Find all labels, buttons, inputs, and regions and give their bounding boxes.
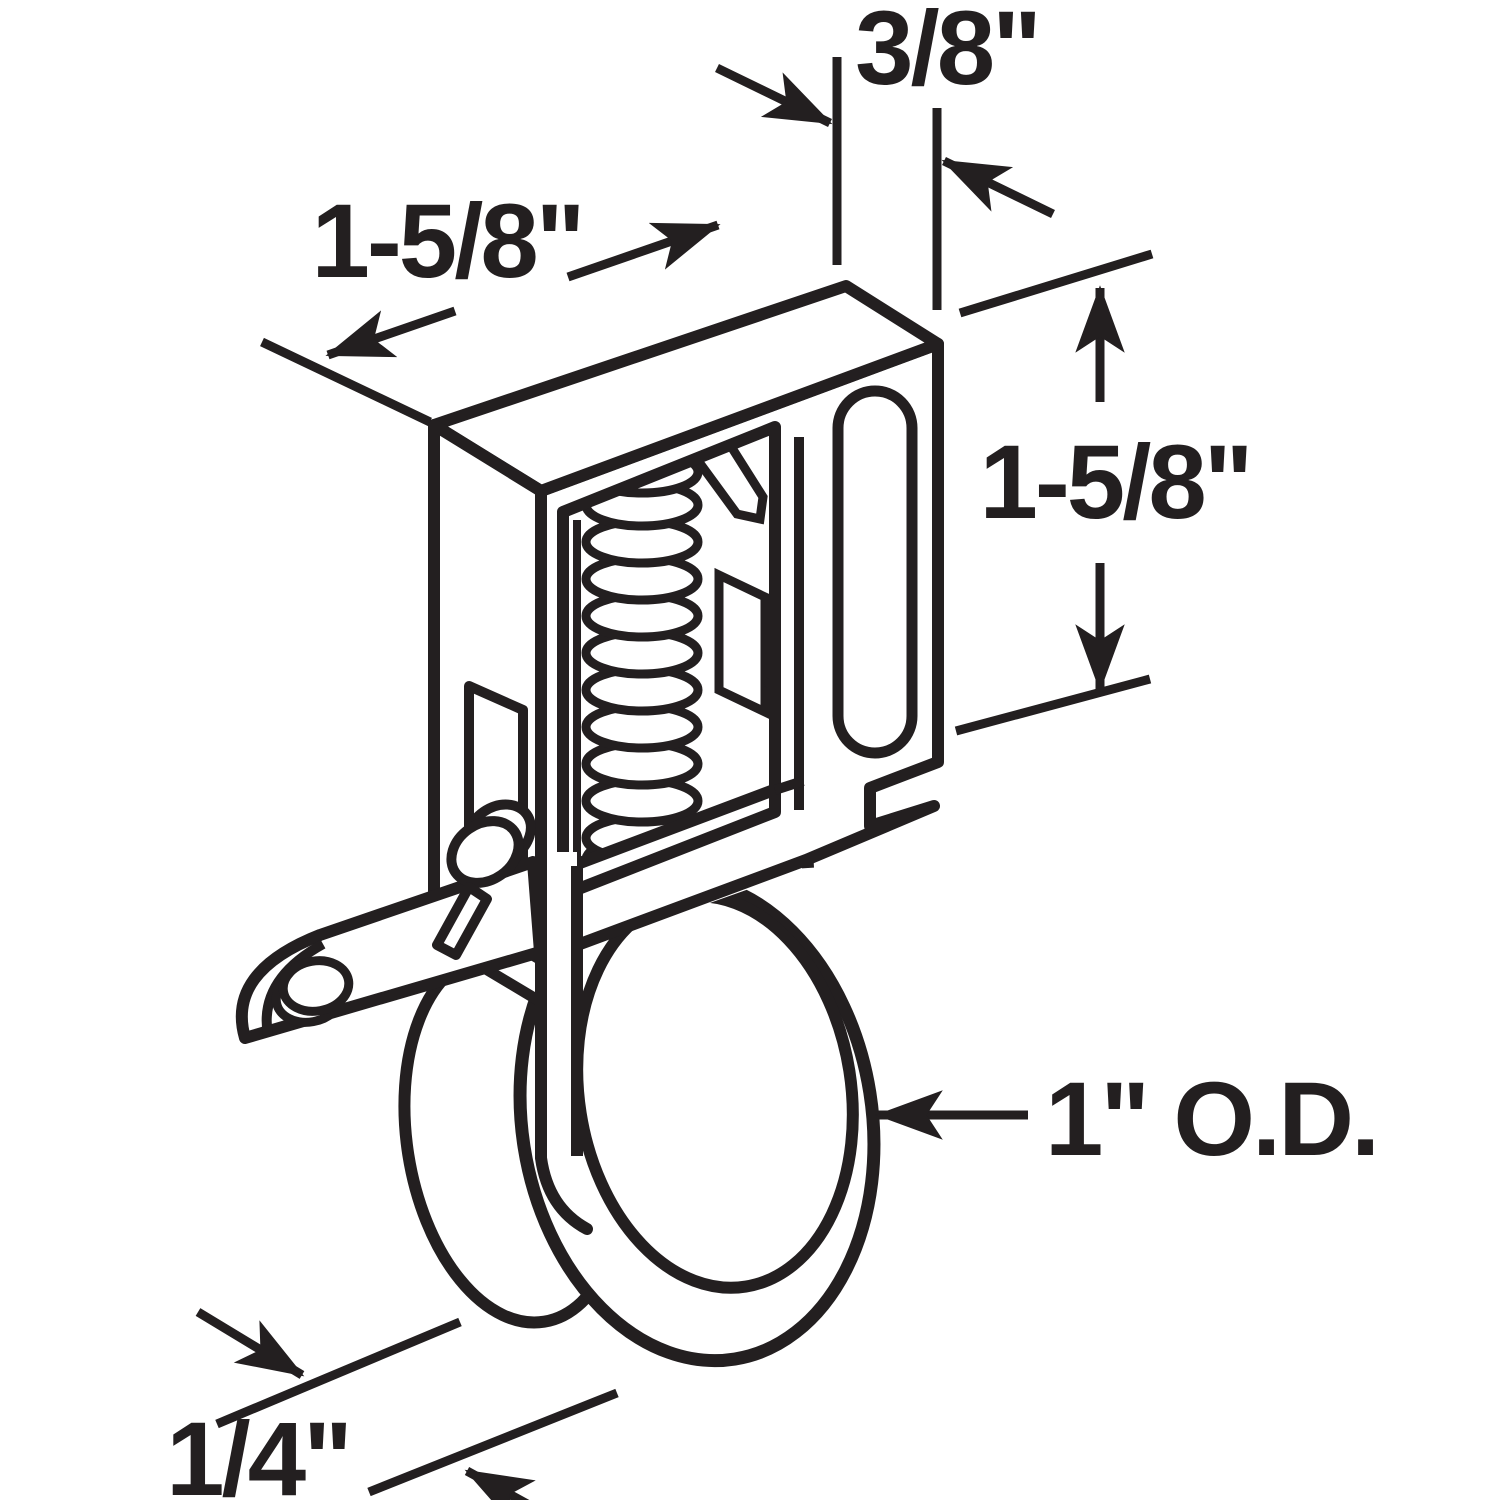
dimension-arrow — [715, 63, 833, 128]
detent-tab — [432, 882, 492, 960]
adjustment-screw — [446, 799, 536, 888]
extension-line — [260, 337, 432, 427]
oblong-slot — [832, 385, 918, 759]
spring-coil — [581, 446, 703, 886]
vertical-slot — [714, 567, 770, 720]
window-depth-lines — [573, 437, 805, 860]
dimension-width — [260, 220, 721, 427]
label-wheel-od: 1" O.D. — [1045, 1061, 1377, 1178]
label-top-depth: 3/8" — [855, 0, 1039, 107]
extension-line — [958, 249, 1154, 318]
extension-line — [954, 674, 1152, 736]
extension-line — [367, 1388, 619, 1497]
extension-line — [215, 1317, 462, 1429]
arm-hole — [278, 956, 354, 1016]
dimension-labels: 3/8" 1-5/8" 1-5/8" 1" O.D. 1/4" — [166, 0, 1380, 1500]
dimension-arrow — [464, 1467, 536, 1500]
label-height: 1-5/8" — [979, 424, 1250, 541]
axle-fork-bar — [535, 844, 593, 1235]
label-bottom-offset: 1/4" — [166, 1401, 350, 1500]
dimension-arrow — [195, 1308, 305, 1379]
roller-wheel — [398, 872, 881, 1368]
dimension-arrow — [941, 156, 1055, 219]
dimension-arrow — [325, 306, 457, 360]
dimension-top-depth — [715, 57, 1055, 310]
dimension-height — [954, 249, 1154, 736]
dimension-arrow — [566, 220, 721, 282]
dimension-bottom-offset — [195, 1308, 619, 1500]
dimension-annotations — [195, 57, 1154, 1500]
label-width: 1-5/8" — [311, 183, 582, 300]
